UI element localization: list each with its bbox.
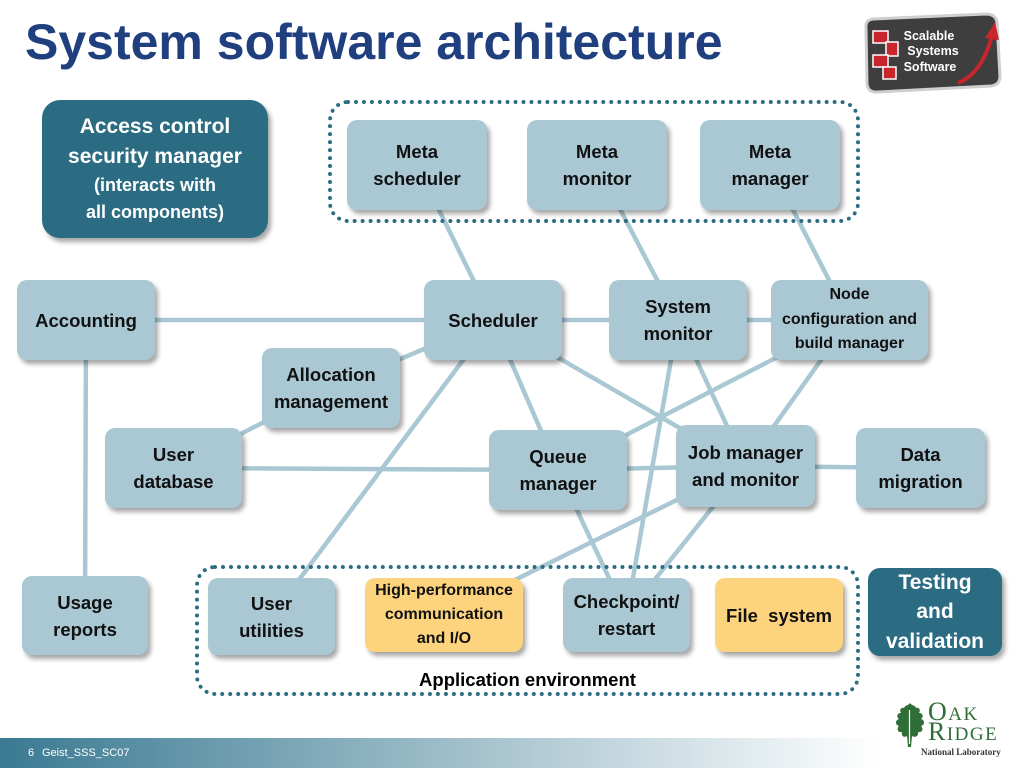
- node-label: File system: [726, 604, 832, 626]
- slide-title: System software architecture: [25, 14, 723, 70]
- node-configuration-build-manager: Node configuration and build manager: [771, 280, 928, 360]
- node-checkpoint-restart: Checkpoint/ restart: [563, 578, 690, 652]
- node-label: Scheduler: [448, 309, 538, 331]
- node-label: System monitor: [643, 296, 713, 344]
- connection-line: [82, 319, 89, 616]
- node-label: Access control security manager: [68, 115, 242, 168]
- logo-text-line3: Software: [904, 60, 957, 74]
- node-access-control-security-manager: Access control security manager (interac…: [42, 100, 268, 238]
- node-meta-scheduler: Meta scheduler: [347, 120, 487, 210]
- node-label: Data migration: [878, 444, 963, 492]
- node-note: (interacts with all components): [85, 175, 224, 222]
- page-number: 6: [28, 747, 35, 759]
- node-label: Node configuration and build manager: [781, 286, 918, 353]
- node-label: High-performance communication and I/O: [375, 582, 513, 647]
- node-high-performance-communication: High-performance communication and I/O: [365, 578, 523, 652]
- ornl-logo-ridge: RIDGE: [928, 717, 999, 746]
- node-user-database: User database: [105, 428, 242, 508]
- logo-text-line2: Systems: [907, 44, 958, 58]
- scalable-systems-software-logo: Scalable Systems Software: [864, 12, 1002, 94]
- node-label: Testing and validation: [885, 570, 985, 653]
- node-data-migration: Data migration: [856, 428, 985, 508]
- node-file-system: File system: [715, 578, 843, 652]
- node-queue-manager: Queue manager: [489, 430, 627, 510]
- oak-leaf-icon: [896, 703, 924, 747]
- node-usage-reports: Usage reports: [22, 576, 148, 655]
- node-label: Allocation management: [273, 364, 389, 412]
- node-user-utilities: User utilities: [208, 578, 335, 655]
- node-accounting: Accounting: [17, 280, 155, 360]
- node-scheduler: Scheduler: [424, 280, 562, 360]
- oak-ridge-national-laboratory-logo: OAK RIDGE National Laboratory: [890, 700, 1008, 764]
- node-label: Checkpoint/ restart: [573, 591, 680, 639]
- logo-text-line1: Scalable: [904, 29, 955, 43]
- node-allocation-management: Allocation management: [262, 348, 400, 428]
- node-system-monitor: System monitor: [609, 280, 747, 360]
- meta-services-group: [328, 100, 860, 223]
- growth-arrow-icon: [957, 22, 999, 85]
- application-environment-label: Application environment: [419, 669, 636, 690]
- node-label: Meta monitor: [562, 141, 632, 189]
- node-label: Accounting: [35, 309, 137, 331]
- node-label: Meta scheduler: [373, 141, 461, 189]
- node-label: Job manager and monitor: [687, 442, 804, 490]
- node-meta-monitor: Meta monitor: [527, 120, 667, 210]
- node-label: User database: [133, 444, 214, 492]
- node-label: Usage reports: [53, 591, 117, 640]
- node-label: Meta manager: [731, 141, 809, 189]
- node-label: User utilities: [239, 592, 304, 641]
- node-meta-manager: Meta manager: [700, 120, 840, 210]
- ornl-logo-oak: OAK: [928, 697, 979, 726]
- footer-text: Geist_SSS_SC07: [42, 747, 130, 759]
- puzzle-s-icon: [872, 30, 899, 80]
- ornl-logo-national-laboratory: National Laboratory: [921, 747, 1001, 757]
- node-testing-and-validation: Testing and validation: [868, 568, 1002, 656]
- footer-band: 6 Geist_SSS_SC07: [0, 738, 1024, 768]
- node-job-manager-and-monitor: Job manager and monitor: [676, 425, 815, 507]
- node-label: Queue manager: [519, 446, 597, 494]
- application-environment-group: Application environment: [195, 565, 860, 696]
